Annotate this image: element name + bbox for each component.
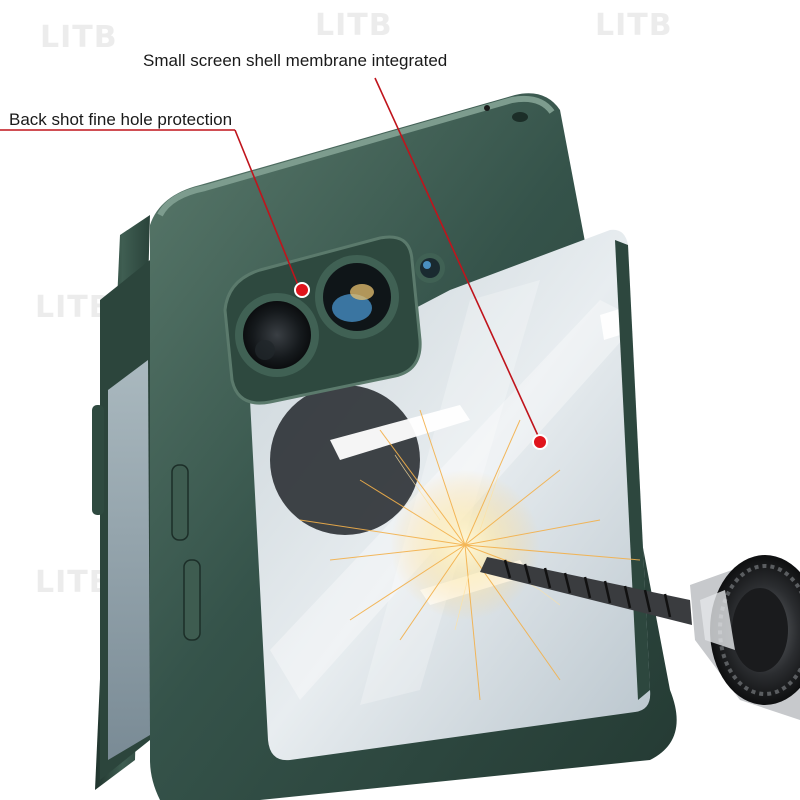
callout-label-membrane: Small screen shell membrane integrated (143, 51, 448, 70)
watermark: LITB (40, 20, 118, 55)
watermark: LITB (315, 8, 393, 43)
callout-label-lens-protection: Back shot fine hole protection (9, 110, 233, 129)
watermark: LITB (35, 565, 113, 600)
watermark: LITB (595, 8, 673, 43)
watermark: LITB (35, 290, 113, 325)
